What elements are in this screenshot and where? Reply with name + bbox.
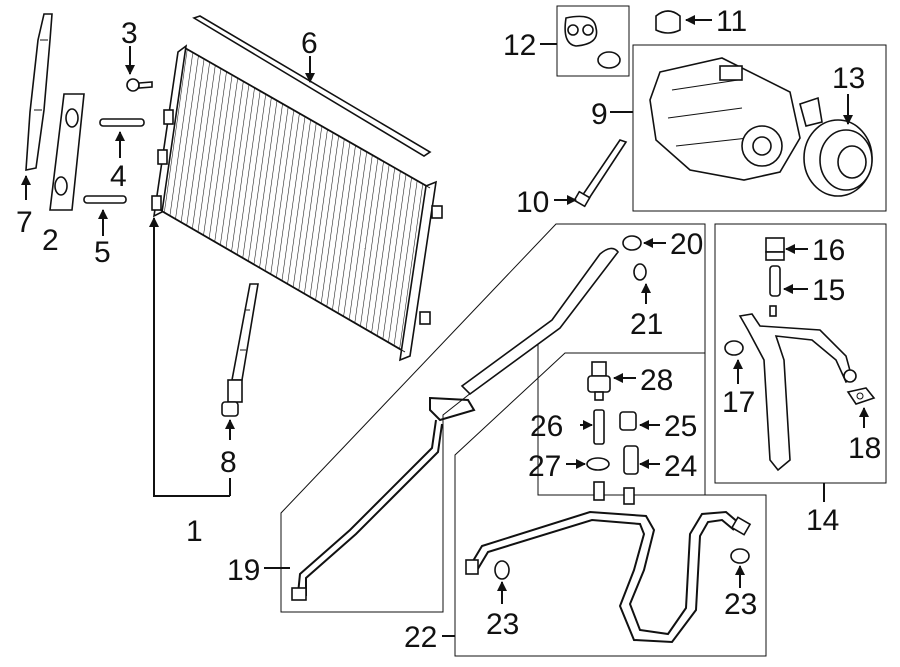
callout-21: 21 (630, 308, 663, 341)
callout-3: 3 (121, 17, 138, 50)
nut-16-part (765, 237, 785, 261)
callout-27: 27 (528, 450, 561, 483)
callout-26: 26 (530, 410, 563, 443)
o-ring-21-part (633, 263, 647, 281)
insulator-pad-part (49, 93, 85, 211)
seal-kit-box (556, 5, 630, 77)
valve-26-part (593, 409, 605, 445)
callout-10: 10 (516, 186, 549, 219)
o-ring-23-left-part (494, 560, 510, 580)
mounting-bolt-part (573, 139, 628, 208)
o-ring-27-part (586, 457, 610, 471)
callout-17: 17 (722, 386, 755, 419)
callout-22: 22 (404, 621, 437, 654)
liquid-line-part (291, 247, 620, 601)
callout-9: 9 (591, 98, 608, 131)
callout-2: 2 (42, 224, 59, 257)
callout-18: 18 (848, 432, 881, 465)
callout-14: 14 (806, 504, 839, 537)
callout-19: 19 (227, 554, 260, 587)
receiver-drier-part (221, 283, 259, 417)
callout-11: 11 (716, 5, 747, 38)
valve-24-part (623, 445, 639, 475)
callout-25: 25 (664, 410, 697, 443)
o-ring-20-part (622, 235, 642, 251)
seal-strip-part (192, 15, 432, 157)
switch-28-part (587, 361, 611, 401)
bracket-strip-part (25, 13, 53, 171)
callout-5: 5 (94, 236, 111, 269)
discharge-hose-box (454, 352, 767, 657)
gasket-18-part (846, 387, 876, 405)
callout-16: 16 (812, 234, 845, 267)
callout-23-left: 23 (486, 608, 519, 641)
callout-28: 28 (640, 364, 673, 397)
discharge-hose-part (465, 481, 752, 644)
suction-hose-box (714, 223, 887, 484)
callout-12: 12 (503, 29, 536, 62)
compressor-part (649, 57, 801, 181)
pin-upper-part (99, 118, 145, 127)
callout-6: 6 (301, 27, 318, 60)
pin-lower-part (83, 195, 127, 204)
callout-7: 7 (16, 206, 33, 239)
callout-24: 24 (664, 450, 697, 483)
callout-20: 20 (670, 228, 703, 261)
condenser-part (151, 44, 443, 362)
seal-kit-part (564, 15, 621, 69)
bolt-part (126, 78, 153, 92)
valve-15-part (769, 265, 781, 297)
callout-8: 8 (220, 446, 237, 479)
o-ring-23-right-part (730, 548, 750, 564)
cap-25-part (619, 411, 637, 431)
callout-13: 13 (832, 62, 865, 95)
callout-23-right: 23 (724, 588, 757, 621)
suction-hose-part (738, 305, 857, 472)
callout-1: 1 (186, 515, 203, 548)
o-ring-17-part (724, 340, 744, 356)
cap-part (655, 10, 681, 34)
clutch-part (799, 96, 873, 197)
callout-4: 4 (110, 160, 127, 193)
callout-15: 15 (812, 274, 845, 307)
compressor-box (632, 44, 887, 212)
